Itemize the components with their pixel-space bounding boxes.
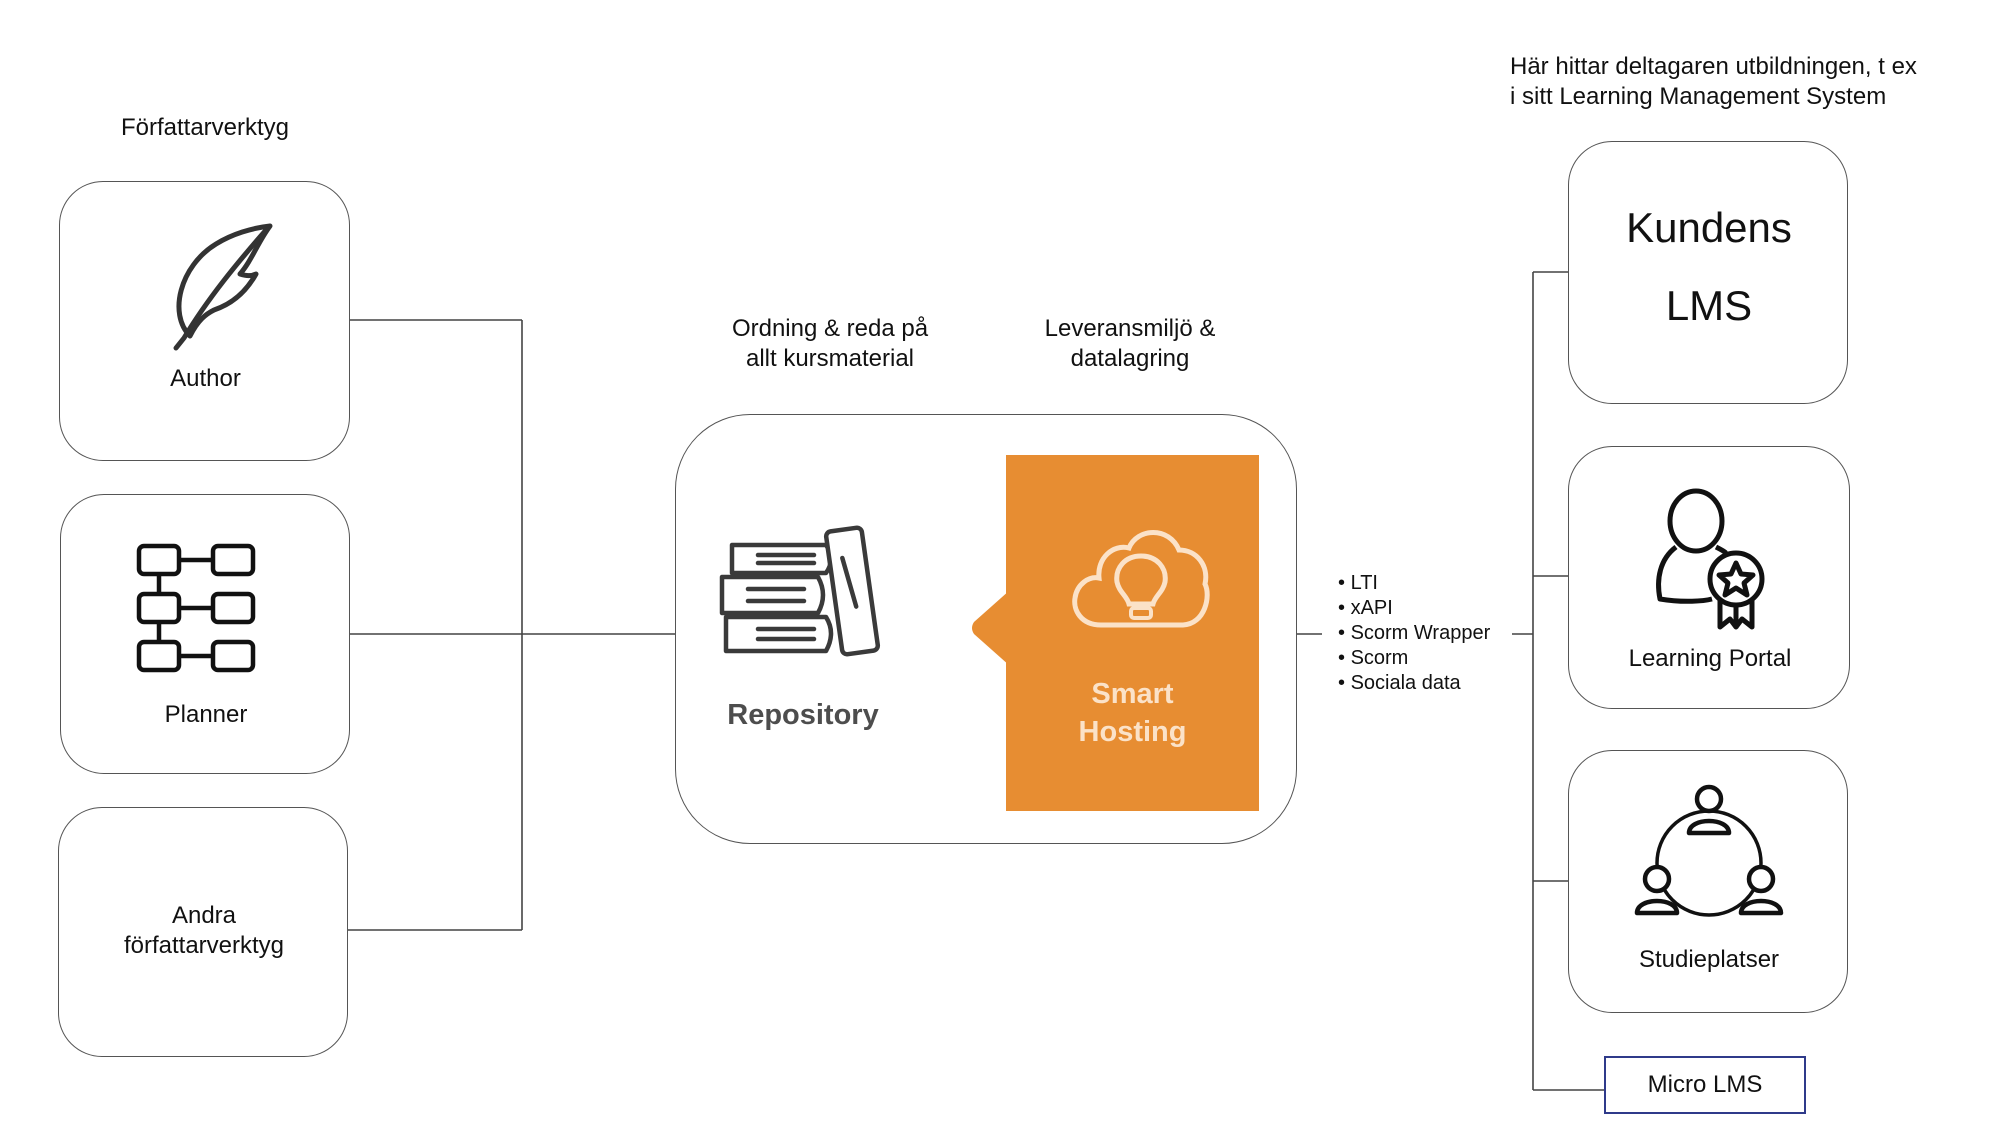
hosting-heading: Leveransmiljö & datalagring	[1044, 315, 1216, 372]
repository-heading: Ordning & reda på allt kursmaterial	[731, 315, 929, 372]
micro-lms-card[interactable]: Micro LMS	[1604, 1056, 1806, 1114]
other-authoring-label: Andra författarverktyg	[123, 902, 285, 959]
smart-hosting-panel[interactable]: Smart Hosting	[1006, 455, 1259, 811]
author-card[interactable]: Author	[59, 181, 350, 461]
other-authoring-card[interactable]: Andra författarverktyg	[58, 807, 348, 1057]
planner-label: Planner	[164, 701, 248, 728]
learning-portal-card[interactable]: Learning Portal	[1568, 446, 1850, 709]
protocol-item: LTI	[1338, 571, 1490, 596]
micro-lms-label: Micro LMS	[1647, 1071, 1763, 1098]
protocol-item: Scorm Wrapper	[1338, 621, 1491, 646]
smart-hosting-label: Smart Hosting	[1078, 678, 1187, 748]
learning-portal-label: Learning Portal	[1628, 645, 1792, 672]
user-award-icon	[1656, 488, 1765, 630]
protocol-item: Scorm	[1338, 646, 1490, 671]
planner-card[interactable]: Planner	[60, 494, 350, 774]
protocol-list: LTI xAPI Scorm Wrapper Scorm Sociala dat…	[1338, 571, 1491, 696]
books-icon	[719, 525, 881, 657]
author-label: Author	[170, 365, 241, 392]
protocol-item: xAPI	[1338, 596, 1490, 621]
authoring-heading: Författarverktyg	[120, 114, 290, 141]
protocol-item: Sociala data	[1338, 671, 1490, 696]
studieplatser-card[interactable]: Studieplatser	[1568, 750, 1848, 1013]
people-network-icon	[1634, 784, 1784, 917]
kundens-lms-line1: Kundens	[1626, 204, 1792, 251]
cloud-lightbulb-icon	[1072, 530, 1210, 628]
hosting-pointer	[972, 590, 1010, 666]
kundens-lms-card[interactable]: Kundens LMS	[1568, 141, 1848, 404]
repository-label: Repository	[727, 699, 879, 731]
delivery-heading: Här hittar deltagaren utbildningen, t ex…	[1510, 53, 1917, 110]
flowchart-icon	[136, 543, 256, 673]
studieplatser-label: Studieplatser	[1638, 946, 1780, 973]
kundens-lms-line2: LMS	[1665, 282, 1753, 329]
feather-quill-icon	[173, 223, 273, 351]
